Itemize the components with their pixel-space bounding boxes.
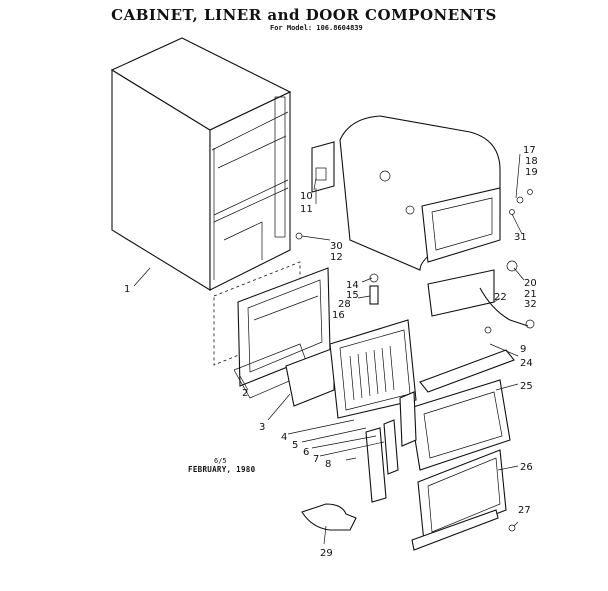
- callout-10: 10: [300, 191, 313, 202]
- callout-22: 22: [494, 292, 507, 303]
- callout-9: 9: [520, 344, 526, 355]
- callout-6: 6: [303, 447, 309, 458]
- callout-24: 24: [520, 358, 533, 369]
- door-handle: [301, 503, 357, 531]
- callout-20: 20: [524, 278, 537, 289]
- callout-11: 11: [300, 204, 313, 215]
- diagram-title: CABINET, LINER and DOOR COMPONENTS: [111, 6, 497, 24]
- liner: [339, 115, 501, 271]
- callout-16: 16: [332, 310, 345, 321]
- callout-labels: 1 2 3 4 5 6 7 8 9 10 11 12 30 14 15 28 1…: [124, 145, 538, 559]
- callout-8: 8: [325, 459, 331, 470]
- callout-30: 30: [330, 241, 343, 252]
- callout-7: 7: [313, 454, 319, 465]
- inner-door-panel: [285, 319, 417, 419]
- callout-5: 5: [292, 440, 298, 451]
- callout-15: 15: [346, 290, 359, 301]
- cabinet: [110, 37, 292, 291]
- grille: [411, 449, 507, 551]
- callout-1: 1: [124, 284, 130, 295]
- callout-19: 19: [525, 167, 538, 178]
- drain-tube: [427, 260, 535, 334]
- leader-lines: [133, 153, 525, 545]
- callout-27: 27: [518, 505, 531, 516]
- model-number: For Model: 106.8604839: [270, 24, 363, 32]
- screw: [508, 524, 516, 532]
- callout-3: 3: [259, 422, 265, 433]
- light-assembly: [369, 273, 379, 305]
- callout-12: 12: [330, 252, 343, 263]
- callout-29: 29: [320, 548, 333, 559]
- trim-strips: [365, 391, 417, 503]
- page-code: 6/5: [214, 457, 227, 465]
- callout-28: 28: [338, 299, 351, 310]
- revision-date: FEBRUARY, 1980: [188, 465, 256, 474]
- callout-17: 17: [523, 145, 536, 156]
- hinge-bracket: [311, 141, 335, 193]
- callout-18: 18: [525, 156, 538, 167]
- outer-door: [409, 349, 515, 471]
- door-gasket: [213, 261, 331, 399]
- callout-32: 32: [524, 299, 537, 310]
- callout-14: 14: [346, 280, 359, 291]
- callout-2: 2: [242, 388, 248, 399]
- callout-31: 31: [514, 232, 527, 243]
- callout-25: 25: [520, 381, 533, 392]
- callout-21: 21: [524, 289, 537, 300]
- callout-4: 4: [281, 432, 287, 443]
- callout-26: 26: [520, 462, 533, 473]
